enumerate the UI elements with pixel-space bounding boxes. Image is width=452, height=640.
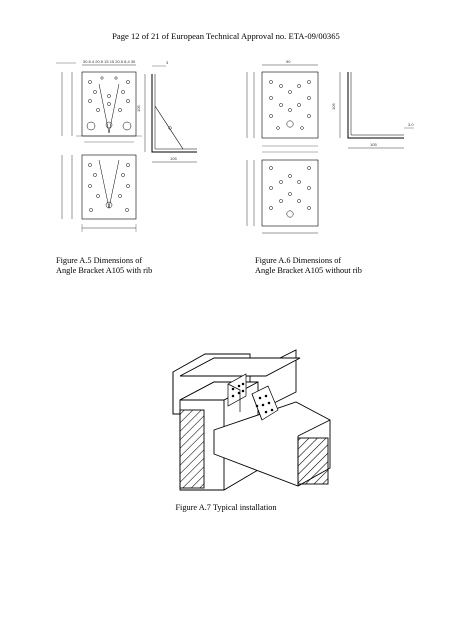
a6-plate-top: [261, 71, 319, 139]
figure-a6-caption: Figure A.6 Dimensions of Angle Bracket A…: [255, 256, 362, 276]
a5-plate-top: [81, 71, 137, 137]
angle-bracket-right: [251, 385, 279, 421]
figure-a5-caption-line2: Angle Bracket A105 with rib: [56, 266, 153, 275]
a6-top-dimension: 90: [286, 59, 291, 64]
a5-base-width: 105: [170, 156, 177, 161]
figure-a6-caption-line1: Figure A.6 Dimensions of: [255, 256, 342, 265]
a6-base-width: 105: [370, 142, 377, 147]
a5-thickness: 3: [166, 60, 169, 65]
figure-a5-drawing: 30 8.4 20.5 15 15 20.5 8.4 30: [56, 59, 197, 232]
a6-plate-bottom: [261, 159, 319, 227]
page-header: Page 12 of 21 of European Technical Appr…: [112, 31, 340, 41]
figure-a6-drawing: 90: [246, 59, 414, 234]
figure-a5-caption: Figure A.5 Dimensions of Angle Bracket A…: [56, 256, 152, 276]
figure-a7-caption: Figure A.7 Typical installation: [175, 503, 277, 512]
figure-a5-caption-line1: Figure A.5 Dimensions of: [56, 256, 143, 265]
a5-plate-bottom: [81, 154, 137, 220]
figure-a6-caption-line2: Angle Bracket A105 without rib: [255, 266, 362, 275]
figure-a7-drawing: [172, 349, 331, 491]
angle-bracket-left: [227, 373, 247, 412]
a5-side-height: 105: [136, 105, 141, 112]
a5-top-dimension: 30 8.4 20.5 15 15 20.5 8.4 30: [83, 59, 136, 64]
a6-thickness: 3.0: [408, 122, 414, 127]
a6-side-height: 105: [331, 103, 336, 110]
